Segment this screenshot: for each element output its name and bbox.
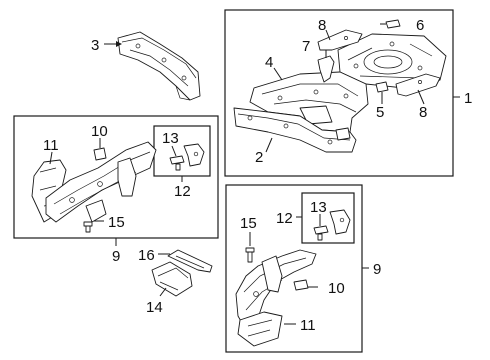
reinforcement-16-part: [167, 249, 213, 273]
callout-2-leader: [265, 137, 273, 153]
callout-14: 14: [146, 299, 163, 316]
callout-15b: 15: [240, 215, 257, 232]
callout-12a: 12: [174, 183, 191, 200]
callout-11b: 11: [300, 317, 316, 334]
right-rear-rail-part: [235, 247, 317, 347]
rear-crossmember-part: [117, 31, 201, 101]
callout-9b: 9: [373, 261, 381, 278]
callout-8b-leader: [417, 89, 425, 105]
callout-7: 7: [302, 38, 310, 55]
callout-15a: 15: [108, 214, 125, 231]
callout-11a: 11: [43, 137, 59, 154]
callout-6: 6: [416, 17, 424, 34]
callout-8a-leader: [325, 29, 331, 41]
bracket-14-part: [151, 261, 193, 297]
callout-8a: 8: [318, 17, 326, 34]
callout-3-arrow: [116, 41, 122, 47]
callout-4-leader: [273, 67, 283, 81]
bracket-subassembly-right-frame: [301, 192, 355, 244]
callout-16: 16: [138, 247, 155, 264]
callout-13a-leader: [171, 145, 177, 157]
bracket-subassembly-right-part: [313, 209, 351, 241]
bracket-subassembly-left-part: [169, 143, 205, 171]
callout-13a: 13: [162, 130, 179, 147]
callout-4: 4: [265, 54, 273, 71]
callout-14-leader: [159, 287, 167, 297]
callout-5: 5: [376, 104, 384, 121]
callout-10a: 10: [91, 123, 108, 140]
callout-3: 3: [91, 37, 99, 54]
rear-floor-pan-part: [233, 19, 447, 153]
callout-12b: 12: [276, 210, 293, 227]
rear-floor-assembly-frame: [224, 9, 454, 177]
callout-8b: 8: [419, 104, 427, 121]
callout-10b: 10: [328, 280, 345, 297]
callout-13b: 13: [310, 199, 327, 216]
callout-1: 1: [464, 90, 472, 107]
callout-9a: 9: [112, 248, 120, 265]
callout-11a-leader: [49, 151, 53, 165]
callout-2: 2: [255, 149, 263, 166]
left-rear-rail-part: [31, 141, 157, 233]
